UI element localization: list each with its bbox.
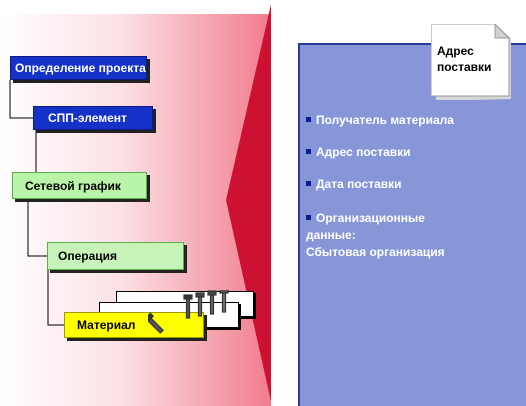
red-wedge bbox=[226, 0, 273, 406]
project-definition-box: Определение проекта bbox=[10, 56, 147, 80]
network-label: Сетевой график bbox=[25, 178, 121, 193]
panel-item: Адрес поставки bbox=[306, 144, 411, 161]
panel-org-data: Организационные данные: Сбытовая организ… bbox=[306, 211, 445, 259]
network-box: Сетевой график bbox=[12, 172, 147, 199]
bullet-icon bbox=[306, 215, 311, 221]
operation-label: Операция bbox=[58, 249, 118, 263]
delivery-address-note bbox=[431, 24, 511, 100]
operation-box: Операция bbox=[47, 242, 184, 270]
screw-components-icon bbox=[148, 290, 229, 334]
panel-item: Дата поставки bbox=[306, 176, 402, 193]
bullet-icon bbox=[306, 181, 311, 187]
delivery-info-panel: Получатель материала Адрес поставки Дата… bbox=[298, 43, 526, 406]
wbs-element-label: СПП-элемент bbox=[48, 111, 127, 125]
panel-item: Получатель материала bbox=[306, 112, 454, 129]
material-box: Материал bbox=[64, 312, 204, 338]
bullet-icon bbox=[306, 117, 311, 123]
wbs-element-box: СПП-элемент bbox=[33, 106, 153, 130]
material-label: Материал bbox=[77, 318, 136, 332]
note-title: Адрес поставки bbox=[437, 44, 492, 74]
project-definition-label: Определение проекта bbox=[15, 61, 146, 75]
bullet-icon bbox=[306, 149, 311, 155]
